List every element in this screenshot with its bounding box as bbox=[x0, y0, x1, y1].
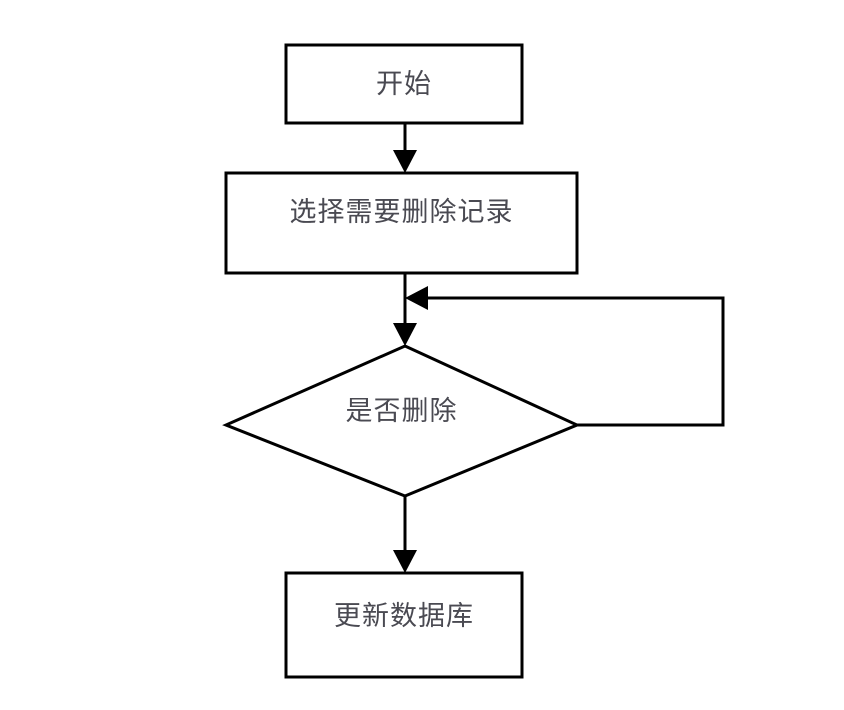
node-start-shape[interactable] bbox=[284, 43, 524, 125]
node-select-shape[interactable] bbox=[224, 171, 579, 275]
edge-decision-loop-back-line bbox=[418, 296, 725, 427]
edge-start-to-select-arrowhead bbox=[393, 150, 417, 173]
node-update-shape[interactable] bbox=[284, 571, 524, 679]
node-select-label: 选择需要删除记录 bbox=[289, 197, 514, 227]
edge-decision-loop-back-arrowhead bbox=[405, 286, 428, 310]
edge-select-to-decision-arrowhead bbox=[393, 323, 417, 346]
node-decision-label: 是否删除 bbox=[345, 396, 458, 426]
node-update-label: 更新数据库 bbox=[334, 601, 474, 631]
edge-decision-to-update-arrowhead bbox=[393, 550, 417, 573]
node-start-label: 开始 bbox=[376, 69, 432, 99]
